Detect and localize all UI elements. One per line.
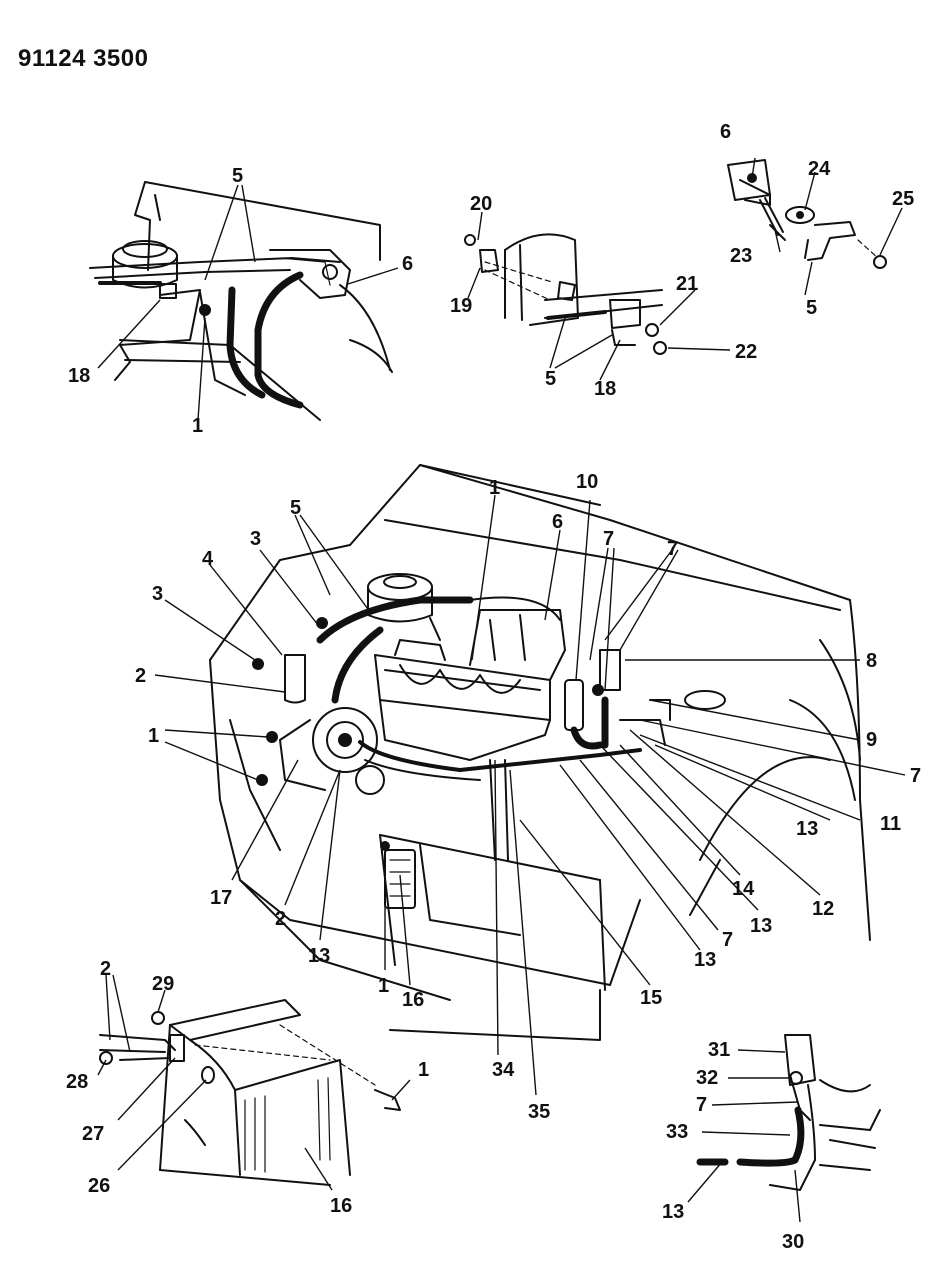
callout-1: 1 [489, 477, 500, 499]
callout-7: 7 [722, 929, 733, 951]
callout-14: 14 [732, 878, 755, 900]
callout-19: 19 [450, 295, 472, 317]
callout-7: 7 [667, 538, 678, 560]
callout-25: 25 [892, 188, 914, 210]
callout-1: 1 [148, 725, 159, 747]
inset-condenser [99, 999, 401, 1186]
callout-6: 6 [402, 253, 413, 275]
callout-13: 13 [308, 945, 330, 967]
callout-31: 31 [708, 1039, 730, 1061]
callout-22: 22 [735, 341, 757, 363]
callout-16: 16 [402, 989, 424, 1011]
callout-2: 2 [275, 908, 286, 930]
callout-11: 11 [880, 813, 901, 835]
inset-bracket-hardware [727, 159, 887, 269]
callout-8: 8 [866, 650, 877, 672]
callout-3: 3 [250, 528, 261, 550]
callout-35: 35 [528, 1101, 550, 1123]
callout-labels: 5 6 18 1 20 19 21 22 5 18 6 24 25 23 5 1… [66, 121, 921, 1253]
callout-7: 7 [603, 528, 614, 550]
callout-1: 1 [418, 1059, 429, 1081]
callout-29: 29 [152, 973, 174, 995]
callout-5: 5 [232, 165, 243, 187]
callout-33: 33 [666, 1121, 688, 1143]
callout-16: 16 [330, 1195, 352, 1217]
callout-30: 30 [782, 1231, 804, 1253]
callout-20: 20 [470, 193, 492, 215]
callout-4: 4 [202, 548, 214, 570]
callout-5: 5 [545, 368, 556, 390]
main-engine-compartment [209, 464, 871, 1041]
callout-12: 12 [812, 898, 834, 920]
callout-17: 17 [210, 887, 232, 909]
callout-10: 10 [576, 471, 598, 493]
callout-26: 26 [88, 1175, 110, 1197]
callout-7: 7 [696, 1094, 707, 1116]
callout-28: 28 [66, 1071, 88, 1093]
callout-23: 23 [730, 245, 752, 267]
callout-13: 13 [662, 1201, 684, 1223]
inset-receiver-drier [464, 233, 667, 355]
callout-27: 27 [82, 1123, 104, 1145]
callout-5: 5 [290, 497, 301, 519]
callout-15: 15 [640, 987, 662, 1009]
callout-34: 34 [492, 1059, 515, 1081]
callout-13: 13 [750, 915, 772, 937]
leader-lines [97, 157, 906, 1223]
callout-32: 32 [696, 1067, 718, 1089]
callout-2: 2 [135, 665, 146, 687]
callout-13: 13 [796, 818, 818, 840]
document-id: 91124 3500 [18, 45, 148, 72]
callout-13: 13 [694, 949, 716, 971]
callout-3: 3 [152, 583, 163, 605]
callout-5: 5 [806, 297, 817, 319]
callout-1: 1 [192, 415, 203, 437]
inset-line-connections [696, 1034, 881, 1191]
callout-1: 1 [378, 975, 389, 997]
inset-fender-hose-routing [89, 181, 393, 421]
callout-18: 18 [68, 365, 90, 387]
callout-18: 18 [594, 378, 616, 400]
callout-6: 6 [552, 511, 563, 533]
callout-9: 9 [866, 729, 877, 751]
callout-2: 2 [100, 958, 111, 980]
callout-6: 6 [720, 121, 731, 143]
callout-7: 7 [910, 765, 921, 787]
callout-21: 21 [676, 273, 698, 295]
callout-24: 24 [808, 158, 831, 180]
